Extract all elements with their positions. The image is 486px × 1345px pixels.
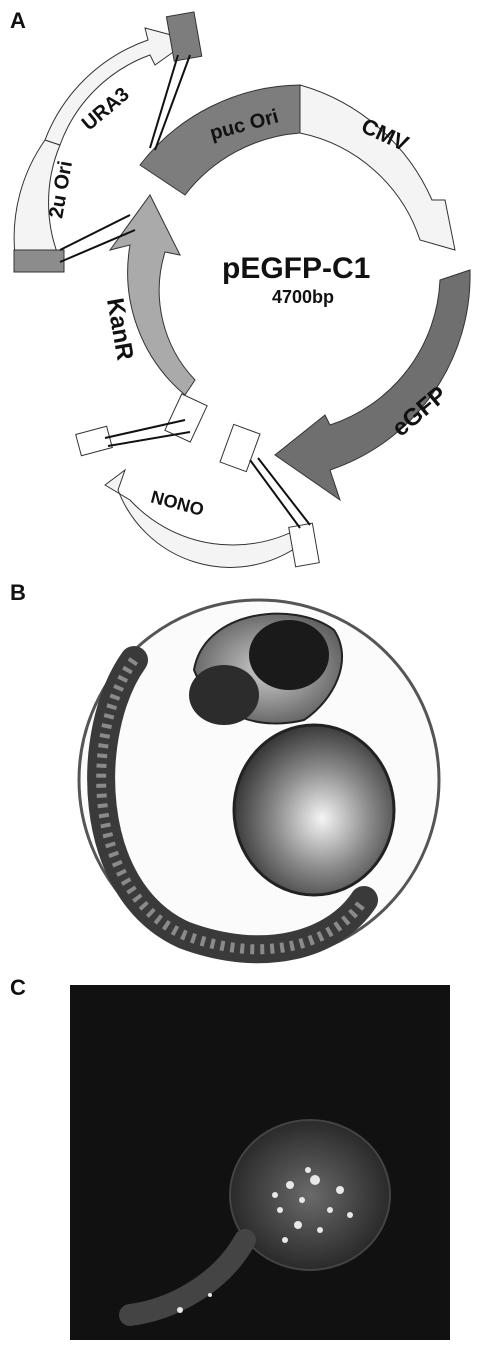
fluorescence-embryo-image [70, 985, 450, 1340]
panel-label-b: B [10, 580, 26, 606]
connector-line [250, 460, 300, 528]
kanr-segment [110, 195, 195, 395]
brightfield-embryo-image [64, 590, 444, 970]
embryo-yolk [234, 725, 394, 895]
plasmid-map-panel: puc Ori CMV eGFP KanR URA3 2u Ori NONO p… [0, 0, 486, 575]
nono-left-box [76, 426, 113, 456]
panel-label-c: C [10, 975, 26, 1001]
cmv-segment [300, 85, 455, 250]
label-nono: NONO [149, 487, 206, 520]
ura3-end-box [166, 12, 201, 61]
plasmid-size: 4700bp [272, 287, 334, 307]
fluorescent-yolk [230, 1120, 390, 1270]
embryo-eye [249, 620, 329, 690]
nono-segment [105, 470, 305, 567]
nono-right-box [289, 523, 320, 567]
plasmid-map: puc Ori CMV eGFP KanR URA3 2u Ori NONO p… [0, 0, 486, 575]
two-u-ori-end-box [14, 250, 64, 272]
plasmid-name: pEGFP-C1 [222, 252, 370, 285]
embryo-eye-back [189, 665, 259, 725]
